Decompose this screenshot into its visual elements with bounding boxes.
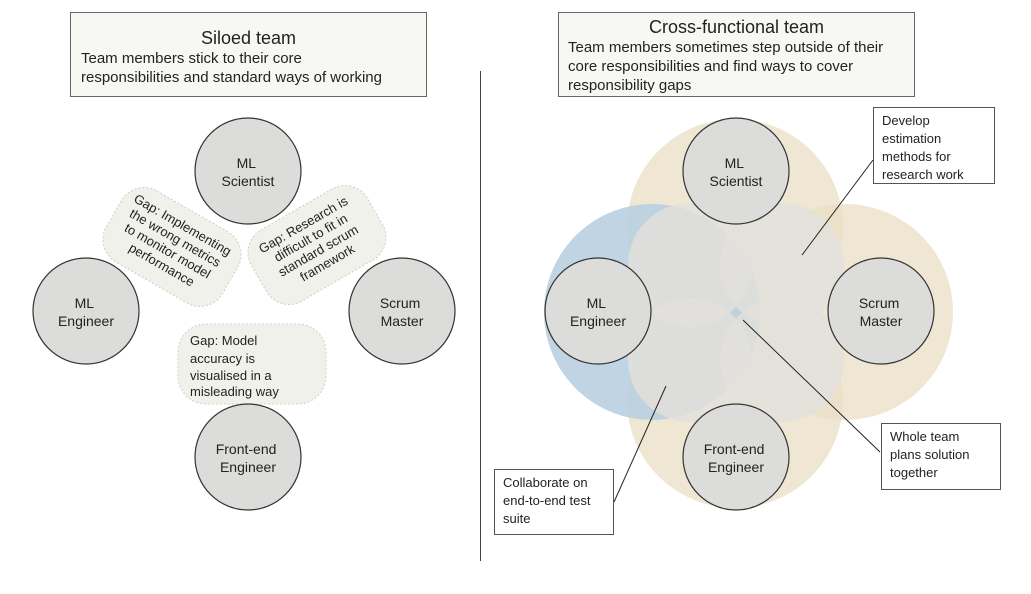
gap-bubble [247, 185, 387, 305]
role-label-line: ML [587, 295, 607, 311]
siloed-role-frontend-engineer: Front-end Engineer [194, 403, 302, 511]
siloed-role-ml-engineer: ML Engineer [32, 257, 140, 365]
siloed-role-scrum-master: Scrum Master [348, 257, 456, 365]
role-label: Scrum Master [859, 295, 903, 329]
gap-text: Gap: Model accuracy is visualised in a m… [190, 333, 279, 399]
gap-line: misleading way [190, 384, 279, 399]
role-label: Front-end Engineer [216, 441, 281, 475]
cross-description-line: responsibility gaps [568, 77, 692, 94]
cross-role-frontend-engineer: Front-end Engineer [682, 403, 790, 511]
role-label-line: ML [725, 155, 745, 171]
role-label-line: Front-end [704, 441, 765, 457]
role-label-line: ML [237, 155, 257, 171]
cross-description-line: core responsibilities and find ways to c… [568, 58, 854, 75]
role-label-line: Engineer [570, 313, 626, 329]
role-circle [194, 403, 302, 511]
callout-collaborate-text: Collaborate on end-to-end test suite [503, 475, 591, 526]
role-label-line: Scrum [859, 295, 899, 311]
overlap-zone [720, 203, 844, 327]
siloed-role-ml-scientist: ML Scientist [194, 117, 302, 225]
cross-role-ml-engineer: ML Engineer [544, 257, 652, 365]
callout-estimation: Develop estimation methods for research … [873, 107, 995, 184]
role-label-line: Master [381, 313, 424, 329]
callout-whole-team: Whole team plans solution together [881, 423, 1001, 490]
role-label-line: Master [860, 313, 903, 329]
role-label-line: Scientist [222, 173, 275, 189]
cross-description: Team members sometimes step outside of t… [568, 38, 905, 95]
siloed-header-box: Siloed team Team members stick to their … [70, 12, 427, 97]
cross-header-box: Cross-functional team Team members somet… [558, 12, 915, 97]
role-label-line: ML [75, 295, 95, 311]
cross-diagram: ML Scientist ML Engineer Scrum Master Fr… [544, 117, 953, 511]
cross-title: Cross-functional team [648, 17, 825, 37]
callout-estimation-text: Develop estimation methods for research … [882, 113, 964, 182]
role-circle [682, 117, 790, 225]
role-circle [682, 403, 790, 511]
role-label: Front-end Engineer [704, 441, 769, 475]
role-label-line: Engineer [220, 459, 276, 475]
cross-role-scrum-master: Scrum Master [827, 257, 935, 365]
role-label: ML Scientist [222, 155, 275, 189]
role-label-line: Scientist [710, 173, 763, 189]
role-label-line: Scrum [380, 295, 420, 311]
overlap-zone [628, 298, 752, 422]
siloed-description-line: Team members stick to their core [81, 50, 302, 67]
role-label-line: Engineer [58, 313, 114, 329]
role-label-line: Engineer [708, 459, 764, 475]
callout-collaborate: Collaborate on end-to-end test suite [494, 469, 614, 535]
cross-description-line: Team members sometimes step outside of t… [568, 39, 884, 56]
overlap-zone [720, 298, 844, 422]
role-circle [32, 257, 140, 365]
overlap-zone [628, 203, 752, 327]
gap-research: Gap: Research is difficult to fit in sta… [247, 185, 387, 305]
role-label: ML Engineer [570, 295, 626, 329]
siloed-diagram: Gap: Implementing the wrong metrics to m… [32, 117, 456, 511]
callout-line-whole-team [742, 319, 881, 453]
gap-bubble [102, 187, 242, 307]
role-circle [544, 257, 652, 365]
role-label: Scrum Master [380, 295, 424, 329]
role-circle [194, 117, 302, 225]
gap-accuracy: Gap: Model accuracy is visualised in a m… [177, 323, 327, 405]
role-label: ML Engineer [58, 295, 114, 329]
role-label: ML Scientist [710, 155, 763, 189]
callout-line-collaborate [613, 385, 667, 503]
siloed-title: Siloed team [200, 28, 297, 48]
gap-line: Gap: Model [190, 333, 257, 348]
zone-overlaps [628, 203, 844, 422]
gap-line: accuracy is [190, 351, 256, 366]
callout-line-estimation [801, 159, 874, 256]
callout-whole-team-text: Whole team plans solution together [890, 429, 970, 480]
role-label-line: Front-end [216, 441, 277, 457]
section-divider [480, 71, 481, 561]
siloed-description-line: responsibilities and standard ways of wo… [81, 69, 382, 86]
siloed-description: Team members stick to their core respons… [81, 49, 416, 87]
gap-line: visualised in a [190, 368, 272, 383]
role-circle [348, 257, 456, 365]
cross-role-ml-scientist: ML Scientist [682, 117, 790, 225]
role-circle [827, 257, 935, 365]
